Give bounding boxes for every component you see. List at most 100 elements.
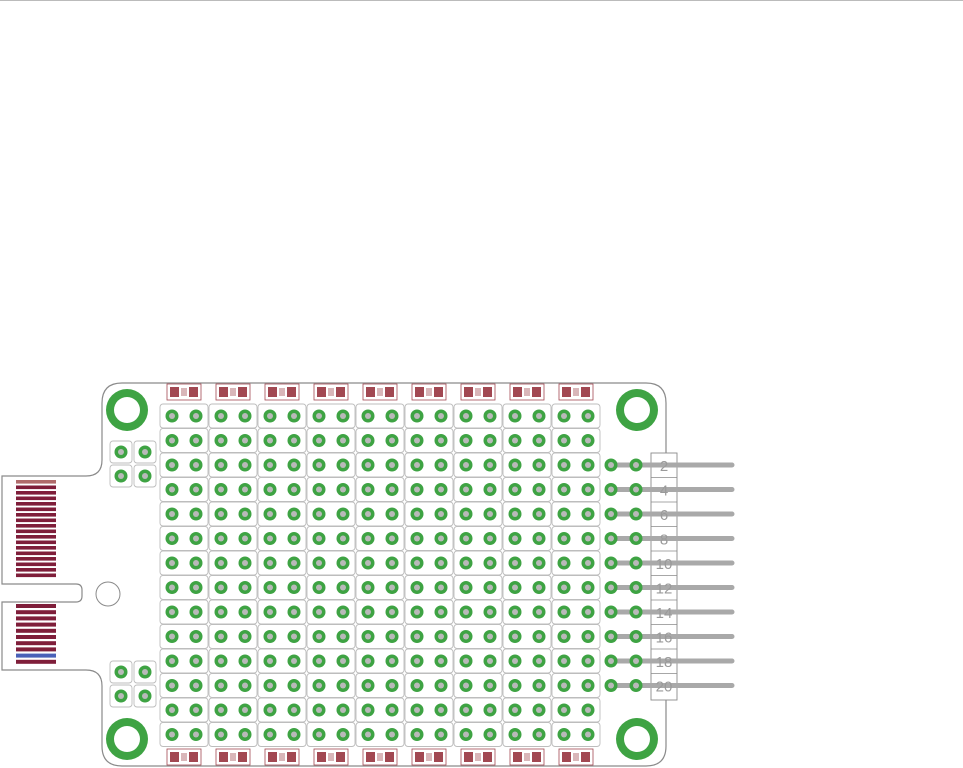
grid-cell: [404, 501, 454, 527]
pad-core: [169, 633, 175, 640]
grid-cell: [355, 452, 405, 478]
grid-cell: [208, 452, 258, 478]
pad-core: [365, 731, 371, 738]
pad-core: [389, 413, 395, 419]
smd-pad: [562, 387, 571, 397]
pad-core: [512, 486, 518, 493]
connector-finger: [16, 496, 56, 501]
pad-core: [267, 560, 273, 566]
grid-cell: [159, 599, 209, 625]
pad-core: [169, 511, 175, 517]
pad-core: [414, 682, 420, 689]
pad-core: [438, 511, 444, 517]
key-hole: [95, 581, 121, 607]
pad-core: [242, 486, 248, 493]
grid-cell: [208, 428, 258, 453]
pad-core: [585, 584, 591, 591]
pad-core: [487, 535, 493, 542]
grid-cell: [404, 722, 454, 747]
pad-core: [291, 658, 297, 664]
header-pin-label: 2: [660, 458, 668, 475]
pad-core: [142, 669, 148, 675]
pad-core: [193, 511, 199, 517]
grid-cell: [133, 684, 157, 708]
smd-pad: [366, 752, 375, 762]
grid-cell: [551, 501, 601, 527]
header-pin-label: 12: [656, 581, 673, 598]
pad-core: [463, 511, 469, 517]
pad-core: [414, 437, 420, 444]
mounting-hole-center: [624, 397, 650, 423]
pad-core: [169, 584, 175, 591]
grid-cell: [453, 526, 503, 551]
pad-core: [242, 682, 248, 689]
pad-core: [438, 609, 444, 615]
pad-core: [389, 486, 395, 493]
pad-core: [414, 707, 420, 713]
pad-core: [316, 486, 322, 493]
pad-core: [463, 486, 469, 493]
grid-cell: [551, 648, 601, 674]
pad-core: [218, 584, 224, 591]
grid-cell: [502, 501, 552, 527]
connector-finger: [16, 480, 56, 484]
pad-core: [340, 560, 346, 566]
grid-cell: [453, 648, 503, 674]
grid-cell: [502, 697, 552, 723]
smd-pad: [562, 752, 571, 762]
smd-pad: [581, 387, 590, 397]
grid-cell: [355, 477, 405, 502]
pad-core: [608, 633, 614, 640]
grid-cell: [453, 452, 503, 478]
pad-core: [536, 486, 542, 493]
pad-core: [536, 609, 542, 615]
grid-cell: [502, 722, 552, 747]
pad-core: [414, 658, 420, 664]
pad-core: [536, 658, 542, 664]
smd-body: [328, 753, 334, 761]
pad-core: [193, 682, 199, 689]
smd-body: [573, 388, 579, 396]
grid-cell: [257, 673, 307, 698]
pad-core: [340, 462, 346, 468]
grid-cell: [404, 477, 454, 502]
pad-core: [340, 658, 346, 664]
pad-core: [242, 584, 248, 591]
grid-cell: [109, 440, 133, 464]
grid-cell: [502, 403, 552, 429]
smd-pad: [434, 752, 443, 762]
pad-core: [487, 731, 493, 738]
pad-core: [414, 511, 420, 517]
connector-finger: [16, 540, 56, 545]
pad-core: [365, 707, 371, 713]
pad-core: [193, 731, 199, 738]
grid-cell: [306, 575, 356, 600]
grid-cell: [208, 648, 258, 674]
pad-core: [608, 486, 614, 493]
smd-pad: [268, 752, 277, 762]
pad-core: [389, 682, 395, 689]
pad-core: [512, 731, 518, 738]
pad-core: [438, 658, 444, 664]
pad-core: [218, 462, 224, 468]
smd-pad: [287, 752, 296, 762]
side-pad-block: [109, 440, 157, 488]
pad-core: [340, 413, 346, 419]
pad-core: [463, 682, 469, 689]
pad-core: [291, 609, 297, 615]
smd-body: [426, 753, 432, 761]
pad-core: [218, 511, 224, 517]
pad-core: [561, 560, 567, 566]
pad-core: [389, 658, 395, 664]
pad-core: [242, 413, 248, 419]
smd-pad: [513, 387, 522, 397]
connector-finger: [16, 604, 56, 608]
pad-core: [267, 584, 273, 591]
pad-core: [414, 731, 420, 738]
pad-core: [561, 437, 567, 444]
pad-core: [365, 609, 371, 615]
pad-core: [585, 658, 591, 664]
connector-finger: [16, 524, 56, 528]
pad-core: [267, 535, 273, 542]
pad-core: [365, 584, 371, 591]
